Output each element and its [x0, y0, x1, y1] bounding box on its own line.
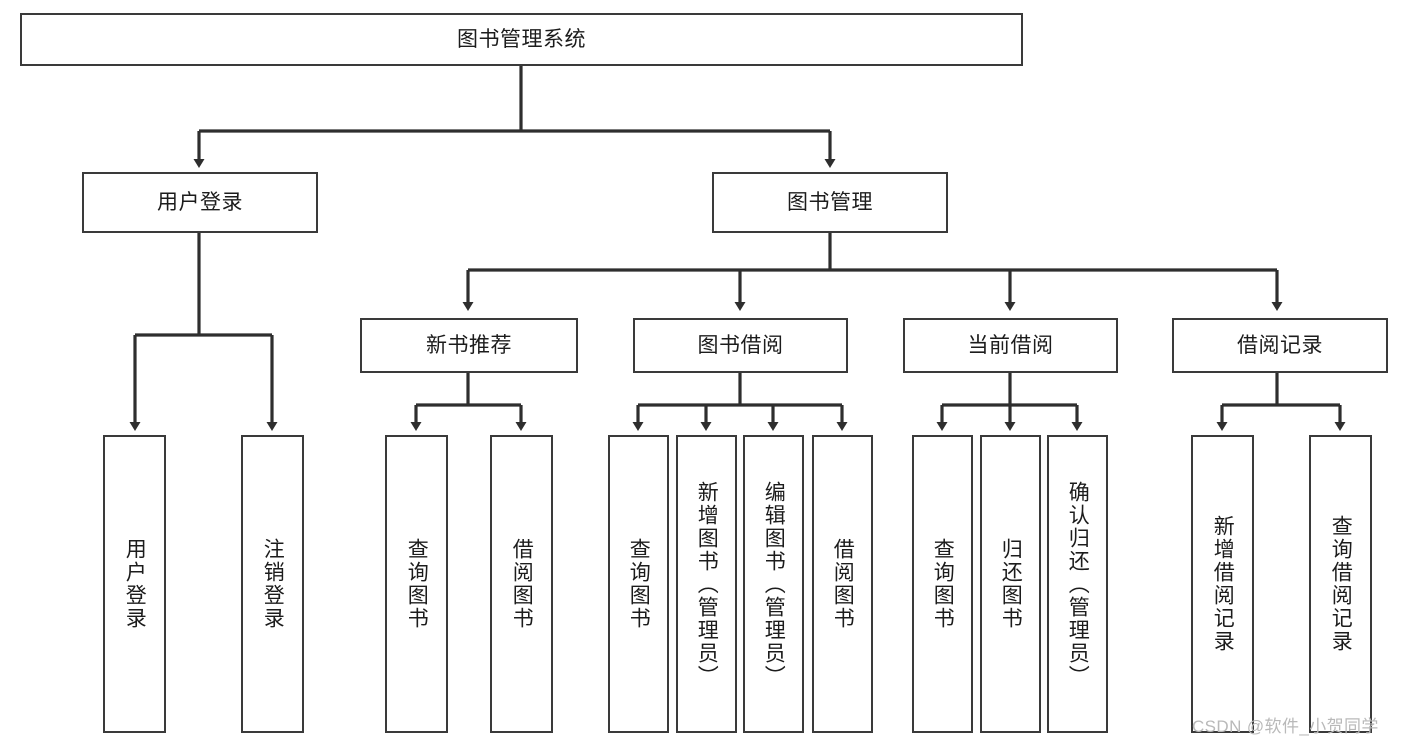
leaf-label: 编辑图书（管理员） [762, 480, 786, 688]
node-book-borrow[interactable]: 图书借阅 [633, 318, 848, 373]
leaf-label: 借阅图书 [510, 538, 534, 630]
leaf-label: 新增借阅记录 [1211, 515, 1235, 653]
leaf-borrow-book-recommend[interactable]: 借阅图书 [490, 435, 553, 733]
csdn-watermark: CSDN @软件_小贺同学 [1192, 717, 1379, 736]
node-current-borrow[interactable]: 当前借阅 [903, 318, 1118, 373]
node-user-login[interactable]: 用户登录 [82, 172, 318, 233]
leaf-add-book[interactable]: 新增图书（管理员） [676, 435, 737, 733]
leaf-user-login[interactable]: 用户登录 [103, 435, 166, 733]
leaf-label: 借阅图书 [831, 538, 855, 630]
leaf-label: 查询借阅记录 [1329, 515, 1353, 653]
leaf-confirm-return[interactable]: 确认归还（管理员） [1047, 435, 1108, 733]
leaf-label: 注销登录 [261, 538, 285, 630]
leaf-return-book[interactable]: 归还图书 [980, 435, 1041, 733]
leaf-label: 新增图书（管理员） [695, 480, 719, 688]
node-new-book-recommend[interactable]: 新书推荐 [360, 318, 578, 373]
leaf-label: 查询图书 [405, 538, 429, 630]
leaf-logout[interactable]: 注销登录 [241, 435, 304, 733]
leaf-edit-book[interactable]: 编辑图书（管理员） [743, 435, 804, 733]
leaf-label: 查询图书 [931, 538, 955, 630]
leaf-query-borrow-record[interactable]: 查询借阅记录 [1309, 435, 1372, 733]
leaf-query-book-borrow[interactable]: 查询图书 [608, 435, 669, 733]
leaf-label: 归还图书 [999, 538, 1023, 630]
leaf-query-book-current[interactable]: 查询图书 [912, 435, 973, 733]
leaf-label: 用户登录 [123, 538, 147, 630]
leaf-label: 查询图书 [627, 538, 651, 630]
node-borrow-record[interactable]: 借阅记录 [1172, 318, 1388, 373]
leaf-add-borrow-record[interactable]: 新增借阅记录 [1191, 435, 1254, 733]
leaf-label: 确认归还（管理员） [1066, 480, 1090, 688]
leaf-borrow-book-borrow[interactable]: 借阅图书 [812, 435, 873, 733]
node-book-manage[interactable]: 图书管理 [712, 172, 948, 233]
node-root-system[interactable]: 图书管理系统 [20, 13, 1023, 66]
leaf-query-book-recommend[interactable]: 查询图书 [385, 435, 448, 733]
